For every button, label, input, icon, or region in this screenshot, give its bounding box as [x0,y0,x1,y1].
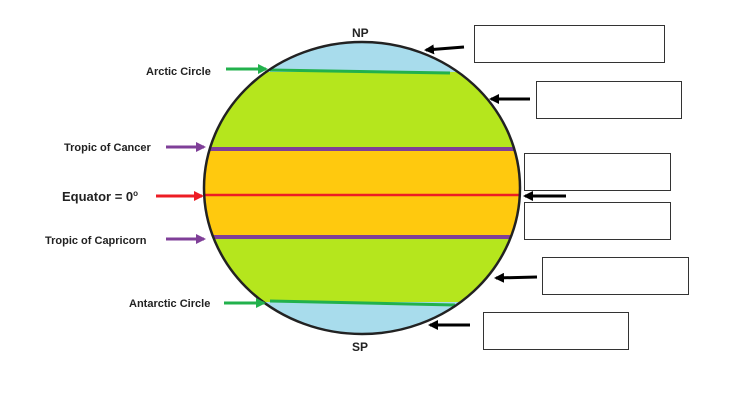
answer-box[interactable] [524,202,671,240]
answer-box[interactable] [483,312,629,350]
pointer-arrow-icon-4 [494,272,538,283]
arctic-circle-label: Arctic Circle [146,66,211,78]
answer-box[interactable] [524,153,671,191]
arctic-circle-line [269,68,451,75]
tropic-of-cancer-label: Tropic of Cancer [64,142,152,154]
north-pole-label: NP [352,26,369,40]
tropical-zone [204,149,520,237]
antarctic-circle-line [269,299,456,307]
equator-label: Equator = 0o [62,189,138,204]
antarctic-circle-label: Antarctic Circle [129,298,210,310]
answer-box[interactable] [542,257,689,295]
globe-outline [202,40,522,336]
south-pole-label: SP [352,340,368,354]
pointer-arrow-icon-1 [424,44,465,55]
answer-box[interactable] [474,25,665,63]
answer-box[interactable] [536,81,682,119]
tropic-of-capricorn-label: Tropic of Capricorn [45,235,147,247]
